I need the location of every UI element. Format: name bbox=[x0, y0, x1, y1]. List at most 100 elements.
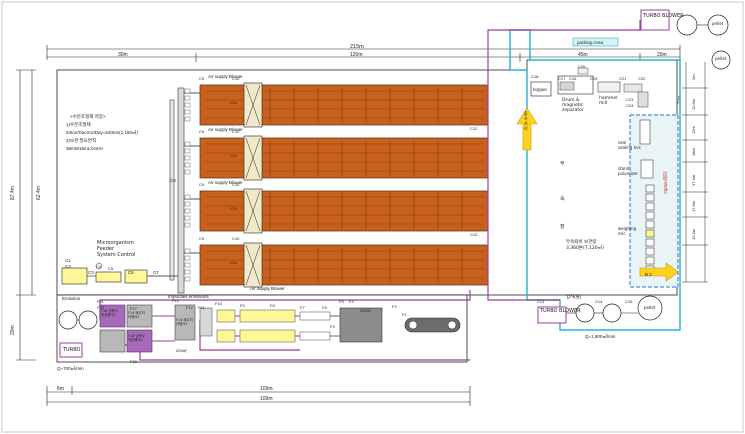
c23: C23 bbox=[626, 97, 634, 102]
dim-r18: 18m bbox=[691, 148, 696, 156]
turner-cross bbox=[245, 190, 261, 232]
packing-station bbox=[645, 211, 655, 220]
dim-b109: 109m bbox=[260, 396, 273, 402]
dim-height-left2: 62.4m bbox=[36, 186, 42, 200]
c9b: C9 bbox=[199, 129, 205, 134]
impurities-label: Impurities emissions bbox=[168, 294, 210, 299]
f11: F11 bbox=[198, 305, 205, 310]
note-line3: 2)보관 필요면적 bbox=[66, 137, 96, 144]
f10: F10 bbox=[215, 301, 223, 306]
c17: C17 bbox=[558, 76, 566, 81]
dim-r12: 12m bbox=[691, 126, 696, 134]
c14: C14 bbox=[595, 299, 603, 304]
c10c: C10 bbox=[232, 182, 240, 187]
lane-valve bbox=[184, 269, 191, 275]
drum-label: Drum & magnetic separator bbox=[562, 98, 584, 113]
lane-valve bbox=[184, 248, 191, 254]
f12: F12 bbox=[186, 305, 194, 310]
lane-valve bbox=[184, 215, 191, 221]
note-line1: 1)수분조절제 bbox=[66, 121, 91, 128]
bottom-dimensions bbox=[46, 386, 471, 406]
dim-r128: 12.6m bbox=[691, 228, 696, 240]
packing-station bbox=[645, 256, 655, 265]
f3: F3 bbox=[330, 324, 335, 329]
note-line4: 36mW15mLX4mH bbox=[66, 146, 103, 151]
lane-valve bbox=[184, 102, 191, 108]
c7-label: C7 bbox=[153, 270, 159, 275]
c10b: C10 bbox=[232, 129, 240, 134]
dim-r126: 12.6m bbox=[691, 98, 696, 110]
turbo-blower-top bbox=[640, 9, 670, 31]
q-left-label: Q=700㎥/min bbox=[57, 365, 84, 371]
dim-r176: 17.6m bbox=[691, 200, 696, 212]
lane-valve bbox=[184, 222, 191, 228]
emission-label: Emission bbox=[62, 296, 81, 301]
c5-label: C5 bbox=[108, 266, 114, 271]
seal-label: seal sealing m/c bbox=[618, 140, 642, 150]
packing-station bbox=[645, 247, 655, 256]
weighing-label: weighing m/c bbox=[618, 226, 637, 236]
dim-height-bottom: 20m bbox=[10, 325, 16, 335]
micro-feeder-label: Microorganism Feeder System Control bbox=[97, 240, 136, 258]
f18b-label: F18 냉축수 저장탱크2 bbox=[128, 334, 145, 342]
c8-label: C8 bbox=[170, 178, 176, 183]
packing-area-box bbox=[572, 37, 619, 47]
c200b-label: 200㎥ bbox=[360, 307, 371, 313]
yellow-arrow-right bbox=[639, 262, 679, 282]
f17: F17 bbox=[130, 306, 138, 311]
process-train bbox=[530, 67, 654, 179]
f14b-label: F14 폐수처 리탱크2 bbox=[128, 311, 145, 319]
dim-total: 215m bbox=[350, 44, 364, 50]
c4-label: C4 bbox=[96, 264, 102, 269]
packing-zone-outline bbox=[509, 29, 681, 331]
air-supply-2: Air supply Blower bbox=[208, 127, 243, 132]
entry-label: 출숙처리 bbox=[524, 111, 528, 131]
packing-station bbox=[645, 229, 655, 238]
dim-r20: 20m bbox=[676, 96, 681, 104]
lane-valve bbox=[184, 162, 191, 168]
f21: F21 bbox=[97, 299, 105, 304]
turbo-blower-bottom bbox=[537, 306, 567, 324]
hopper-label: hopper bbox=[533, 87, 548, 92]
c19: C19 bbox=[590, 76, 598, 81]
turbo-blower-bottom-label: TURBO BLOWER bbox=[540, 308, 581, 314]
c24: C24 bbox=[626, 103, 634, 108]
c9c: C9 bbox=[199, 182, 205, 187]
f14a-label: F14 폐수처 리탱크1 bbox=[176, 318, 193, 326]
store-word-1: 부 bbox=[560, 161, 565, 167]
f9: F9 bbox=[240, 303, 245, 308]
packing-station bbox=[645, 202, 655, 211]
pellet-label-2: pellet bbox=[715, 56, 727, 61]
lane-valve bbox=[184, 169, 191, 175]
c11a: C11 bbox=[230, 100, 238, 105]
f1: F1 bbox=[402, 312, 407, 317]
packing-station bbox=[645, 193, 655, 202]
c12b: C12 bbox=[470, 232, 478, 237]
lane-valve bbox=[184, 255, 191, 261]
dim-height-left: 87.4m bbox=[10, 186, 16, 200]
c11b: C11 bbox=[230, 153, 238, 158]
c20: C20 bbox=[578, 64, 586, 69]
lane-valve bbox=[184, 276, 191, 282]
lane-valve bbox=[184, 194, 191, 200]
feeder-section bbox=[61, 262, 178, 285]
f6: F6 bbox=[322, 305, 327, 310]
f18a-label: F18 냉축수 저장탱크1 bbox=[101, 309, 118, 317]
turner-cross bbox=[245, 84, 261, 126]
c13: C13 bbox=[537, 299, 545, 304]
storage-label: 부숙퇴비 보관량 3,360톤(7,120㎥) bbox=[566, 240, 604, 251]
turner-cross bbox=[245, 244, 261, 286]
turbo-left bbox=[59, 342, 83, 358]
c1-label: C1 bbox=[65, 258, 71, 263]
lane-valve bbox=[184, 155, 191, 161]
lane-valve bbox=[184, 148, 191, 154]
air-manifold bbox=[169, 87, 185, 294]
lane-valve bbox=[184, 116, 191, 122]
packing-area-label: packing Area bbox=[577, 40, 604, 45]
wheel-links bbox=[77, 24, 708, 321]
lane-valve bbox=[184, 109, 191, 115]
packing-station bbox=[645, 220, 655, 229]
c6-label: C6 bbox=[128, 270, 134, 275]
rail-label: ·Option제외· bbox=[662, 170, 669, 195]
